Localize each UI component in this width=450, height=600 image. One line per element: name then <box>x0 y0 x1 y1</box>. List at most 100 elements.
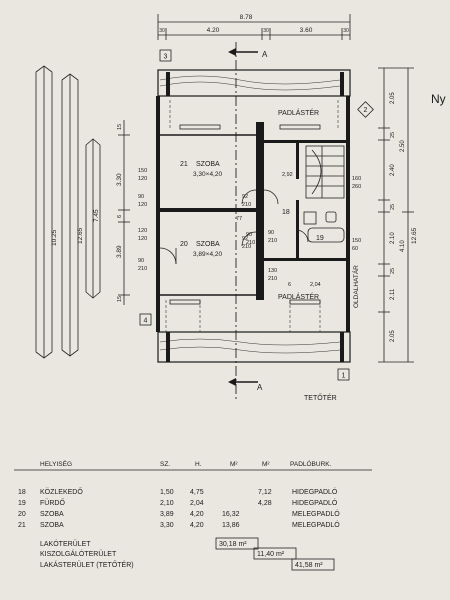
svg-text:90: 90 <box>138 194 144 200</box>
svg-text:19: 19 <box>18 500 26 507</box>
section-label-top: A <box>262 50 268 59</box>
svg-text:18: 18 <box>18 489 26 496</box>
left-roof-strips: 10.25 12.65 7.45 <box>35 65 101 359</box>
svg-text:2: 2 <box>364 107 368 114</box>
svg-text:15: 15 <box>117 296 123 302</box>
svg-text:210: 210 <box>268 238 277 244</box>
svg-text:25: 25 <box>390 204 396 210</box>
section-label-bottom: A <box>257 383 263 392</box>
room-19-number: 19 <box>316 235 324 242</box>
svg-text:92: 92 <box>242 236 248 242</box>
svg-text:2,92: 2,92 <box>282 172 293 178</box>
svg-text:41,58 m²: 41,58 m² <box>295 562 323 569</box>
svg-text:LAKÁSTERÜLET (TETŐTÉR): LAKÁSTERÜLET (TETŐTÉR) <box>40 560 134 569</box>
svg-text:SZOBA: SZOBA <box>196 161 220 168</box>
svg-text:4: 4 <box>144 318 148 325</box>
col-header-area-a: M² <box>230 461 238 468</box>
svg-text:210: 210 <box>246 240 255 246</box>
svg-text:2.10: 2.10 <box>390 232 396 244</box>
svg-text:4.10: 4.10 <box>400 240 406 252</box>
svg-text:KÖZLEKEDŐ: KÖZLEKEDŐ <box>40 487 83 496</box>
svg-text:3: 3 <box>164 54 168 61</box>
svg-text:SZOBA: SZOBA <box>40 522 64 529</box>
svg-text:1,50: 1,50 <box>160 489 174 496</box>
axis-mark-3: 3 <box>159 49 172 62</box>
svg-text:4,20: 4,20 <box>190 511 204 518</box>
total-apartment-area: LAKÁSTERÜLET (TETŐTÉR) 41,58 m² <box>40 558 335 571</box>
svg-text:90: 90 <box>268 230 274 236</box>
svg-text:3,30×4,20: 3,30×4,20 <box>193 171 222 178</box>
svg-text:2.05: 2.05 <box>390 92 396 104</box>
svg-text:HIDEGPADLÓ: HIDEGPADLÓ <box>292 487 338 496</box>
north-label: Ny <box>431 92 446 106</box>
dim-total: 8.78 <box>240 14 253 21</box>
svg-text:90: 90 <box>246 232 252 238</box>
col-header-flooring: PADLÓBURK. <box>290 459 332 468</box>
svg-text:2.05: 2.05 <box>390 330 396 342</box>
right-dimension-chain: 2.05 25 2.40 25 2.10 25 2.11 2.05 2.50 4… <box>378 67 418 363</box>
col-header-length: H. <box>195 461 202 468</box>
svg-text:120: 120 <box>138 202 147 208</box>
svg-text:20: 20 <box>18 511 26 518</box>
axis-mark-4: 4 <box>139 313 152 326</box>
svg-text:6: 6 <box>288 282 291 288</box>
svg-text:120: 120 <box>138 236 147 242</box>
room-20: 20 SZOBA 3,89×4,20 <box>180 241 222 258</box>
svg-text:FÜRDŐ: FÜRDŐ <box>40 498 65 507</box>
svg-text:150: 150 <box>352 238 361 244</box>
svg-text:210: 210 <box>242 202 251 208</box>
svg-text:21: 21 <box>18 522 26 529</box>
table-row: 18 KÖZLEKEDŐ 1,50 4,75 7,12 HIDEGPADLÓ <box>18 487 338 496</box>
svg-text:3,30: 3,30 <box>160 522 174 529</box>
left-dim-inner: 12.65 <box>77 227 84 244</box>
dim-left: 4.20 <box>207 27 220 34</box>
svg-text:6: 6 <box>117 215 123 218</box>
axis-mark-2: 2 <box>357 101 374 118</box>
left-dim-total: 10.25 <box>51 229 58 246</box>
svg-text:2.50: 2.50 <box>400 140 406 152</box>
section-marker-top: A A <box>228 42 268 400</box>
room-18-number: 18 <box>282 209 290 216</box>
svg-text:92: 92 <box>242 194 248 200</box>
dim-right: 3.60 <box>300 27 313 34</box>
table-row: 21 SZOBA 3,30 4,20 13,86 MELEGPADLÓ <box>18 520 340 529</box>
staircase <box>305 145 345 199</box>
svg-text:15: 15 <box>117 124 123 130</box>
col-header-width: SZ. <box>160 461 170 468</box>
svg-text:2,04: 2,04 <box>310 282 321 288</box>
svg-text:120: 120 <box>138 176 147 182</box>
dim-end-right: 30 <box>343 28 349 34</box>
svg-text:25: 25 <box>390 132 396 138</box>
svg-text:4,20: 4,20 <box>190 522 204 529</box>
svg-text:90: 90 <box>138 258 144 264</box>
dim-end-left: 30 <box>159 28 165 34</box>
col-header-area-b: M² <box>262 461 270 468</box>
svg-text:4,75: 4,75 <box>190 489 204 496</box>
svg-text:3,89: 3,89 <box>160 511 174 518</box>
room-21: 21 SZOBA 3,30×4,20 <box>180 161 222 178</box>
svg-text:20: 20 <box>180 241 188 248</box>
attic-top-label: PADLÁSTÉR <box>278 108 319 117</box>
svg-text:SZOBA: SZOBA <box>40 511 64 518</box>
svg-text:260: 260 <box>352 184 361 190</box>
opening-dimensions: 150 120 90 120 120 120 90 210 92 210 92 … <box>138 168 361 288</box>
svg-text:LAKÓTERÜLET: LAKÓTERÜLET <box>40 539 91 548</box>
svg-text:3.89: 3.89 <box>116 245 123 258</box>
left-dimension-chain: 3.30 3.89 15 6 15 <box>116 120 130 305</box>
table-row: 19 FÜRDŐ 2,10 2,04 4,28 HIDEGPADLÓ <box>18 498 338 507</box>
svg-text:13,86: 13,86 <box>222 522 240 529</box>
svg-text:150: 150 <box>138 168 147 174</box>
building-outline <box>156 69 351 363</box>
svg-text:HIDEGPADLÓ: HIDEGPADLÓ <box>292 498 338 507</box>
svg-text:160: 160 <box>352 176 361 182</box>
svg-text:30,18 m²: 30,18 m² <box>219 541 247 548</box>
doors <box>159 189 309 265</box>
top-dimension-chain: 8.78 30 4.20 30 3.60 30 <box>157 14 351 40</box>
svg-text:60: 60 <box>352 246 358 252</box>
table-row: 20 SZOBA 3,89 4,20 16,32 MELEGPADLÓ <box>18 509 340 518</box>
axis-mark-1: 1 <box>337 368 350 381</box>
svg-text:25: 25 <box>390 268 396 274</box>
floor-label: TETŐTÉR <box>304 393 337 402</box>
